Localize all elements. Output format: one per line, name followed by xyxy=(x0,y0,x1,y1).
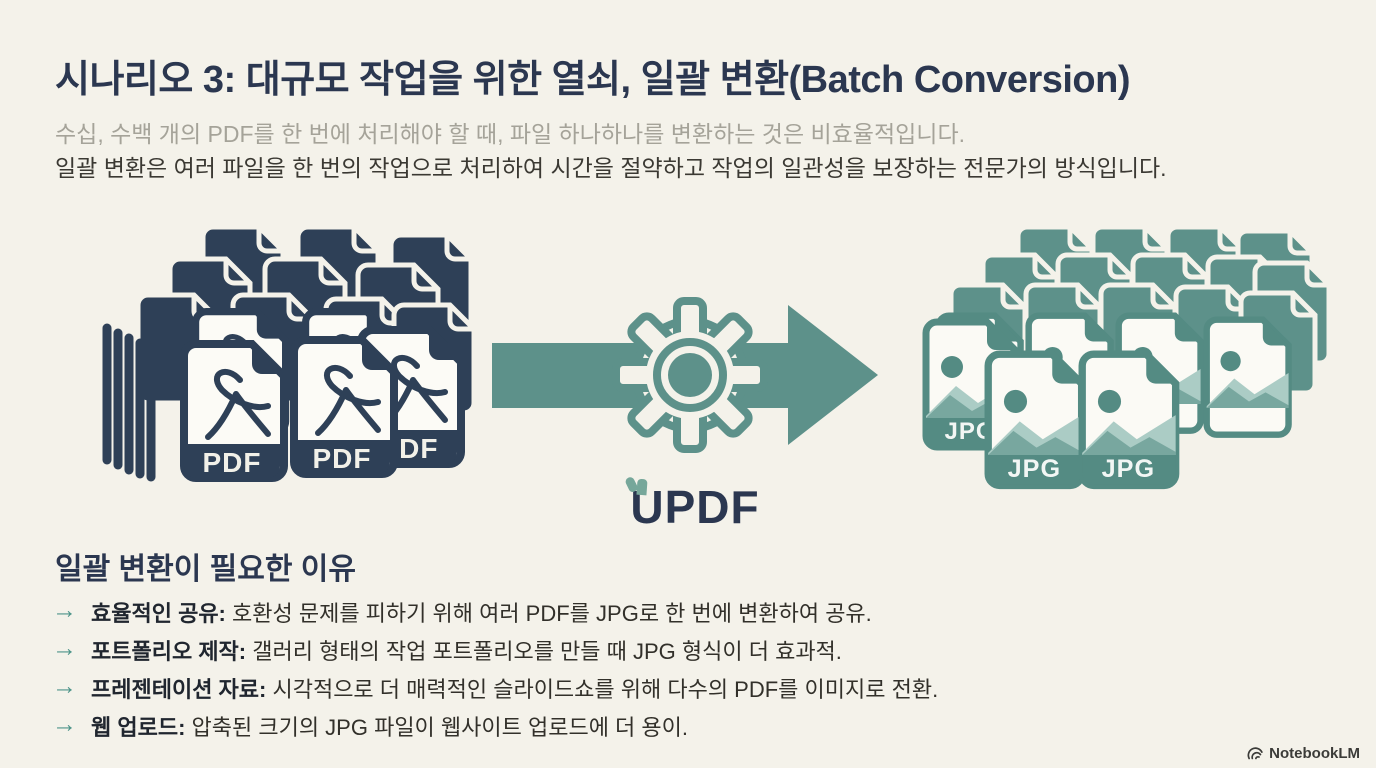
reason-item: → 프레젠테이션 자료: 시각적으로 더 매력적인 슬라이드쇼를 위해 다수의 … xyxy=(52,672,938,710)
pdf-file-label: PDF xyxy=(203,447,262,478)
reason-body: 호환성 문제를 피하기 위해 여러 PDF를 JPG로 한 번에 변환하여 공유… xyxy=(225,601,872,626)
arrow-bullet-icon: → xyxy=(52,596,77,624)
subtitle-line-1: 수십, 수백 개의 PDF를 한 번에 처리해야 할 때, 파일 하나하나를 변… xyxy=(55,121,966,147)
reason-item: → 효율적인 공유: 호환성 문제를 피하기 위해 여러 PDF를 JPG로 한… xyxy=(52,596,938,634)
notebooklm-logo-icon xyxy=(1247,747,1263,760)
reason-lead: 효율적인 공유: xyxy=(91,601,226,626)
notebooklm-watermark: NotebookLM xyxy=(1247,745,1360,762)
reason-body: 갤러리 형태의 작업 포트폴리오를 만들 때 JPG 형식이 더 효과적. xyxy=(246,639,842,664)
arrow-bullet-icon: → xyxy=(52,634,77,662)
reason-item: → 웹 업로드: 압축된 크기의 JPG 파일이 웹사이트 업로드에 더 용이. xyxy=(52,710,938,748)
pdf-file-icon: PDF xyxy=(294,340,394,474)
jpg-stack-illustration: JPG JPG JPG xyxy=(920,222,1295,522)
reason-body: 시각적으로 더 매력적인 슬라이드쇼를 위해 다수의 PDF를 이미지로 전환. xyxy=(266,677,939,702)
jpg-file-label: JPG xyxy=(1008,455,1062,483)
jpg-image-file-icon: JPG xyxy=(1082,354,1175,485)
reason-lead: 웹 업로드: xyxy=(91,715,186,740)
arrow-bullet-icon: → xyxy=(52,710,77,738)
conversion-diagram: PDF PDF PDF xyxy=(0,222,1376,542)
reason-lead: 프레젠테이션 자료: xyxy=(91,677,267,702)
jpg-image-file-icon xyxy=(1207,320,1289,435)
reason-text: 프레젠테이션 자료: 시각적으로 더 매력적인 슬라이드쇼를 위해 다수의 PD… xyxy=(91,672,938,704)
pdf-file-icon: PDF xyxy=(184,344,284,478)
jpg-image-file-icon: JPG xyxy=(988,354,1081,485)
reason-text: 효율적인 공유: 호환성 문제를 피하기 위해 여러 PDF를 JPG로 한 번… xyxy=(91,596,872,628)
reason-text: 웹 업로드: 압축된 크기의 JPG 파일이 웹사이트 업로드에 더 용이. xyxy=(91,710,688,742)
updf-logo-text: UPDF xyxy=(630,481,760,533)
reason-text: 포트폴리오 제작: 갤러리 형태의 작업 포트폴리오를 만들 때 JPG 형식이… xyxy=(91,634,842,666)
jpg-file-label: JPG xyxy=(1102,455,1156,483)
pdf-stack-illustration: PDF PDF PDF xyxy=(102,222,470,512)
reasons-heading: 일괄 변환이 필요한 이유 xyxy=(55,553,357,586)
reason-item: → 포트폴리오 제작: 갤러리 형태의 작업 포트폴리오를 만들 때 JPG 형… xyxy=(52,634,938,672)
pdf-file-label: PDF xyxy=(313,443,372,474)
conversion-flow-graphic xyxy=(492,297,878,453)
arrow-bullet-icon: → xyxy=(52,672,77,700)
watermark-label: NotebookLM xyxy=(1269,745,1360,762)
page-title: 시나리오 3: 대규모 작업을 위한 열쇠, 일괄 변환(Batch Conve… xyxy=(55,59,1131,101)
reasons-list: → 효율적인 공유: 호환성 문제를 피하기 위해 여러 PDF를 JPG로 한… xyxy=(52,596,938,748)
reason-body: 압축된 크기의 JPG 파일이 웹사이트 업로드에 더 용이. xyxy=(185,715,689,740)
conversion-process: UPDF xyxy=(470,222,920,542)
fanned-page-edges xyxy=(102,323,156,482)
reason-lead: 포트폴리오 제작: xyxy=(91,639,247,664)
updf-logo: UPDF xyxy=(470,475,920,534)
updf-stem-accent xyxy=(636,478,648,496)
subtitle-line-2: 일괄 변환은 여러 파일을 한 번의 작업으로 처리하여 시간을 절약하고 작업… xyxy=(55,155,1167,181)
gear-icon xyxy=(612,297,768,453)
